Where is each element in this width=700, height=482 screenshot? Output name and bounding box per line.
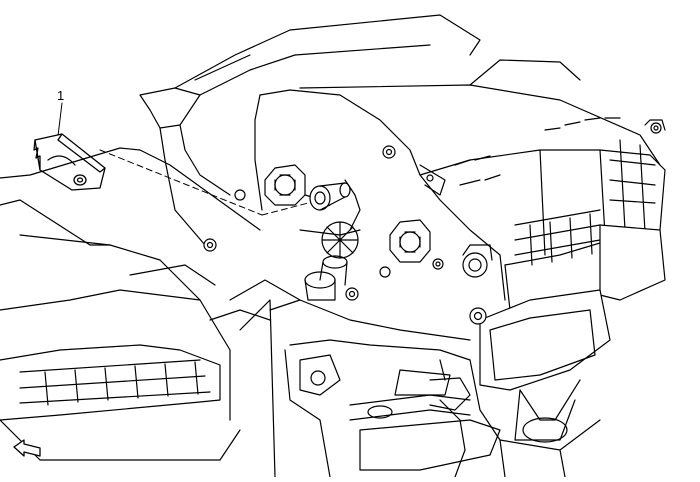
lower-right-case — [440, 360, 600, 477]
part-1-actuator — [34, 134, 105, 190]
lower-left-housing — [0, 148, 300, 477]
installation-dashed-line-2 — [262, 202, 312, 215]
right-actuator-housing — [480, 225, 665, 442]
mode-door-linkage — [204, 146, 492, 324]
callout-number-1: 1 — [57, 88, 65, 103]
upper-duct — [140, 15, 480, 245]
installation-dashed-line — [100, 150, 262, 215]
lower-center-ducts — [210, 300, 500, 477]
callout-leader-line — [58, 103, 62, 136]
forward-arrow-icon — [14, 440, 40, 456]
hvac-case-main — [255, 60, 665, 330]
